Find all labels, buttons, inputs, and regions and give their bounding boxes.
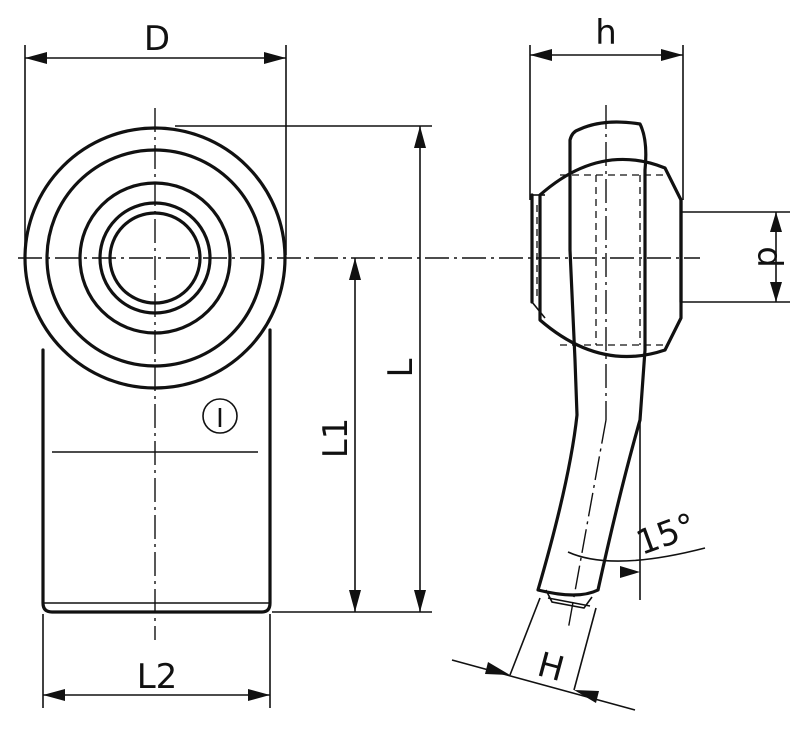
dimension-D: D [24, 19, 287, 255]
rod-outline [536, 120, 648, 597]
label-D: D [144, 19, 170, 59]
dimension-angle-15: 15° [567, 420, 706, 600]
marking-symbol-text: I [216, 404, 224, 434]
front-view: I [23, 108, 287, 640]
dimension-L1: L1 [316, 258, 361, 612]
front-body-outline [41, 328, 272, 614]
label-L: L [381, 358, 421, 377]
side-view [530, 105, 683, 631]
dimension-d: d [681, 211, 790, 303]
dimension-L: L [175, 125, 432, 613]
dimension-L2: L2 [42, 614, 271, 708]
label-H: H [533, 645, 568, 690]
marking-symbol-circle [202, 398, 238, 434]
label-h: h [595, 13, 617, 53]
dimension-H: H [451, 597, 636, 711]
label-L1: L1 [316, 418, 356, 459]
label-angle: 15° [631, 506, 701, 564]
shaft-inclined-centerline [567, 419, 607, 631]
dimension-h: h [529, 13, 684, 200]
label-d: d [749, 246, 789, 268]
label-L2: L2 [137, 657, 178, 697]
